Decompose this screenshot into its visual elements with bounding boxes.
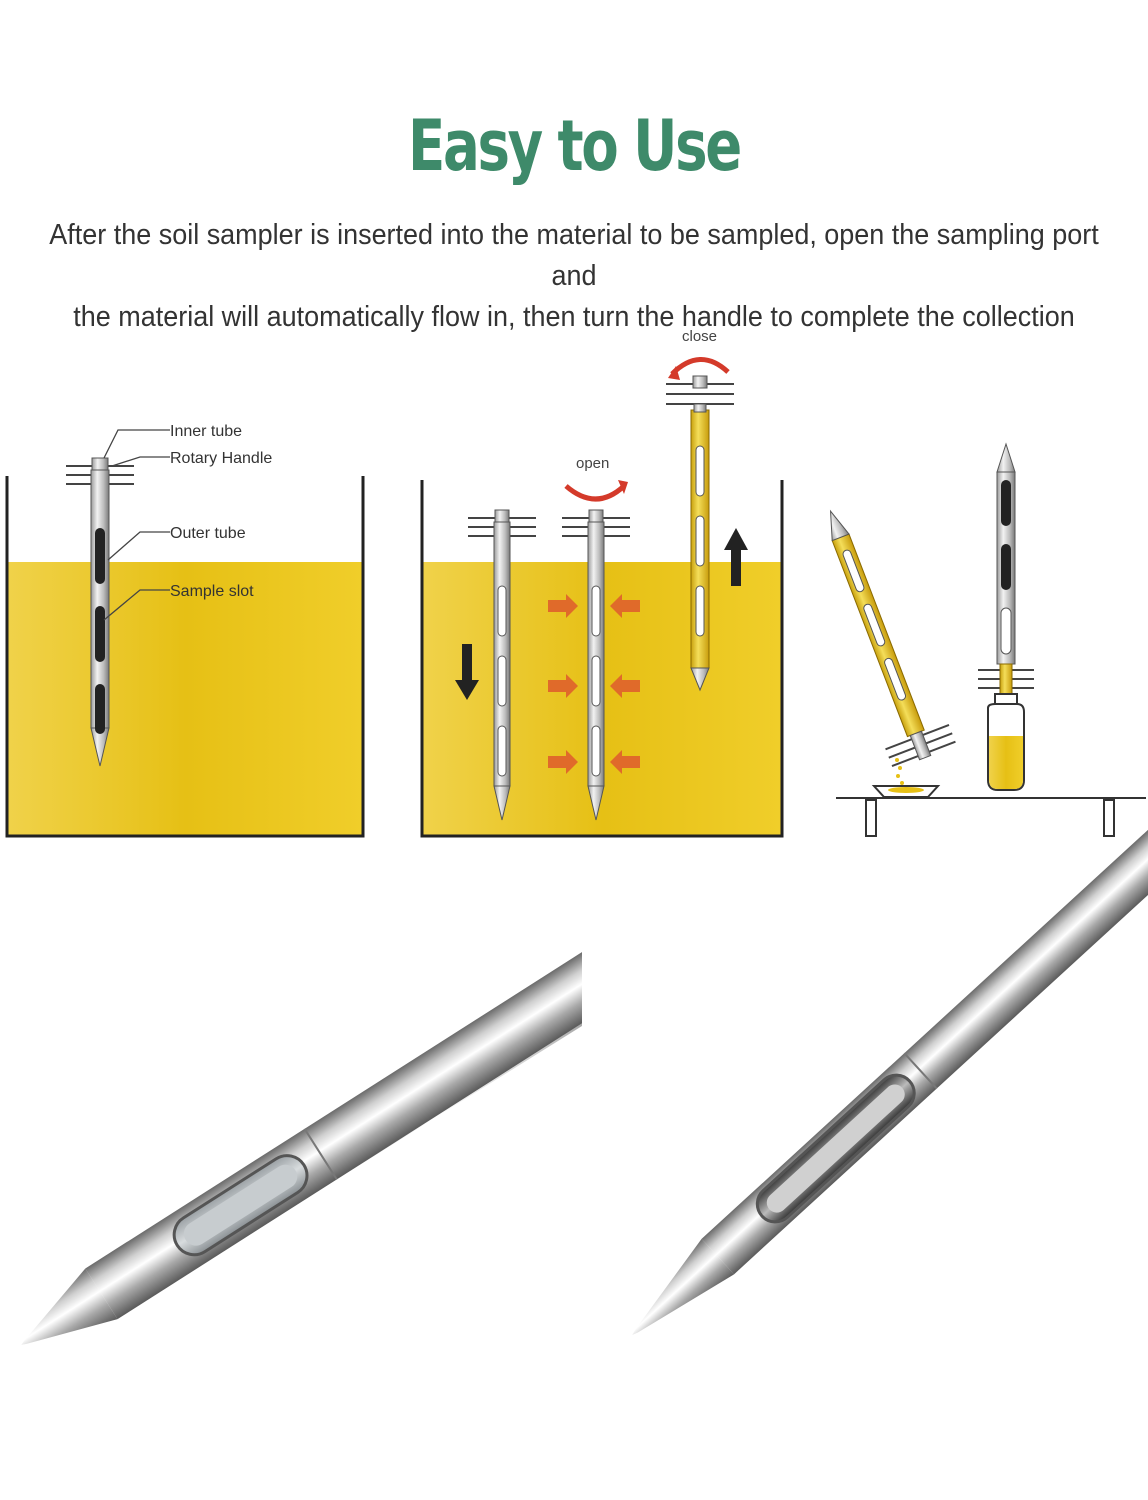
table-leg	[865, 799, 877, 837]
label-outer-tube: Outer tube	[170, 525, 246, 542]
inflow-arrows	[548, 594, 640, 774]
sampler-tube-inserting	[468, 509, 536, 821]
product-photo-right	[582, 766, 1148, 1500]
sampler-tube-vertical	[978, 442, 1034, 695]
label-inner-tube: Inner tube	[170, 423, 242, 440]
sampler-tube	[90, 457, 110, 767]
page-title: Easy to Use	[408, 105, 742, 187]
sampler-tube-open	[562, 509, 630, 821]
label-rotary-handle: Rotary Handle	[170, 450, 272, 467]
lift-up-arrow-icon	[724, 528, 748, 586]
sample-bottle	[987, 693, 1025, 791]
panel-insert-open-close: open close	[420, 328, 784, 838]
sampler-tube-closed	[666, 375, 734, 692]
label-open: open	[576, 455, 609, 472]
label-close: close	[682, 328, 717, 345]
pour-stream	[895, 758, 904, 785]
instruction-text: After the soil sampler is inserted into …	[0, 215, 1148, 338]
panel-discharge	[829, 442, 1146, 837]
product-photo-left	[0, 860, 624, 1500]
sampler-tube-tilted	[829, 509, 956, 768]
instruction-line-2: the material will automatically flow in,…	[73, 301, 1075, 333]
container-outline	[420, 480, 784, 838]
instruction-line-1: After the soil sampler is inserted into …	[49, 219, 1099, 292]
label-sample-slot: Sample slot	[170, 583, 254, 600]
container-outline	[5, 476, 365, 838]
material-fill	[7, 562, 363, 836]
close-rotate-arrow-icon	[670, 357, 730, 376]
insert-down-arrow-icon	[455, 644, 479, 700]
open-rotate-arrow-icon	[564, 484, 626, 502]
panel-structure: Inner tube Rotary Handle Outer tube Samp…	[5, 423, 365, 838]
table-leg	[1103, 799, 1115, 837]
